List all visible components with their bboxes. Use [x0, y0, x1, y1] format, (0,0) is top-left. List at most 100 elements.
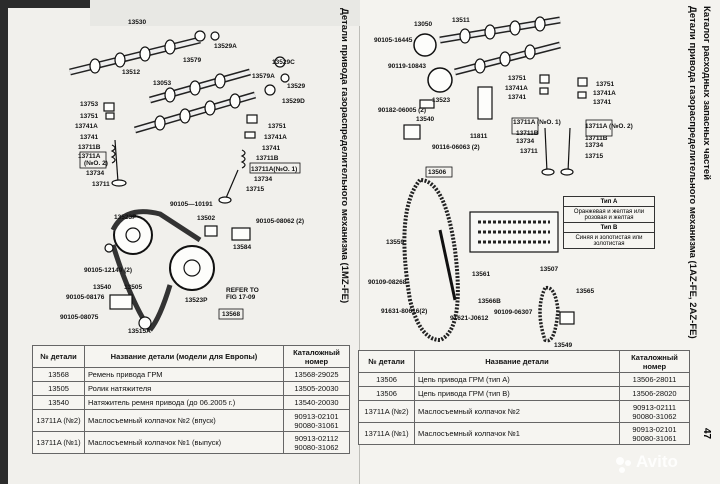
callout-90105-08062: 90105-08062 (2)	[256, 218, 304, 225]
cell-part: 13711A (№2)	[32, 409, 85, 432]
cell-name: Ролик натяжителя	[84, 381, 284, 396]
callout-13559: 13559	[386, 239, 404, 246]
cell-part: 13506	[358, 386, 415, 401]
callout-13734: 13734	[86, 170, 104, 177]
refer-to-note: REFER TO	[226, 287, 259, 294]
cell-name: Маслосъемный колпачок №1 (выпуск)	[84, 431, 284, 454]
callout-13751: 13751	[80, 113, 98, 120]
chain-marking-diagram	[469, 211, 559, 253]
callout-13734-r: 13734	[516, 138, 534, 145]
table-row: 13711A (№1) Маслосъемный колпачок №1 909…	[358, 422, 690, 445]
col-catalog-no: Каталожный номер	[283, 345, 350, 368]
cell-number: 90913-02112 90080-31062	[283, 431, 350, 454]
cell-part: 13711A (№2)	[358, 400, 415, 423]
cell-name: Натяжитель ремня привода (до 06.2005 г.)	[84, 395, 284, 410]
table-row: 13506 Цепь привода ГРМ (тип A) 13506-280…	[358, 372, 690, 387]
callout-13505: 13505	[124, 284, 142, 291]
cell-number: 13506-28020	[619, 386, 690, 401]
col-part-no: № детали	[32, 345, 85, 368]
callout-13523P: 13523P	[114, 214, 137, 221]
callout-13711B-r2: 13711B	[585, 135, 608, 142]
table-row: 13540 Натяжитель ремня привода (до 06.20…	[32, 395, 350, 410]
callout-13741: 13741	[80, 134, 98, 141]
left-camshaft-2	[149, 68, 251, 104]
table-row: 13568 Ремень привода ГРМ 13568-29025	[32, 367, 350, 382]
callout-13711A-no2-r: 13711A (№О. 2)	[585, 123, 633, 130]
callout-13741A: 13741A	[75, 123, 98, 130]
callout-13711A-no2: (№О. 2)	[84, 160, 108, 167]
cell-number: 13568-29025	[283, 367, 350, 382]
callout-90119-10843: 90119-10843	[388, 63, 426, 70]
right-camshaft-2	[427, 41, 561, 93]
callout-13751-b: 13751	[268, 123, 286, 130]
cell-number: 13540-20030	[283, 395, 350, 410]
left-valve-2	[218, 114, 258, 204]
cell-name: Маслосъемный колпачок №2 (впуск)	[84, 409, 284, 432]
page-edge-tabs	[90, 0, 360, 26]
callout-13512: 13512	[122, 69, 140, 76]
cell-number: 13506-28011	[619, 372, 690, 387]
left-camshaft-3	[134, 91, 256, 134]
cell-name: Цепь привода ГРМ (тип B)	[414, 386, 620, 401]
cell-name: Цепь привода ГРМ (тип A)	[414, 372, 620, 387]
cell-part: 13540	[32, 395, 85, 410]
callout-13566B: 13566B	[478, 298, 501, 305]
callout-13515A: 13515A	[128, 328, 151, 335]
left-page-vertical-title: Детали привода газораспределительного ме…	[339, 8, 350, 304]
callout-90109-06307: 90109-06307	[494, 309, 533, 316]
callout-13741-r2: 13741	[593, 99, 611, 106]
callout-13711B-b: 13711B	[256, 155, 279, 162]
callout-90105-12149: 90105-12149 (2)	[84, 267, 132, 274]
page-number: 47	[701, 427, 713, 440]
callout-13523: 13523	[432, 97, 450, 104]
right-timing-chain	[402, 177, 575, 343]
table-row: 13505 Ролик натяжителя 13505-20030	[32, 381, 350, 396]
callout-13530: 13530	[128, 19, 146, 26]
callout-13715-r: 13715	[585, 153, 603, 160]
callout-90105-08176: 90105-08176	[66, 294, 105, 301]
legend-type-a-colors: Оранжевая и желтая или розовая и желтая	[563, 206, 655, 223]
callout-13579: 13579	[183, 57, 201, 64]
left-valve-1	[103, 102, 127, 187]
callout-13529A: 13529A	[214, 43, 237, 50]
cell-part: 13505	[32, 381, 85, 396]
cell-name: Маслосъемный колпачок №2	[414, 400, 620, 423]
callout-13529: 13529	[287, 83, 305, 90]
callout-13741A-b: 13741A	[264, 134, 287, 141]
callout-13734-b: 13734	[254, 176, 272, 183]
cell-number: 90913-02101 90080-31061	[283, 409, 350, 432]
cell-part: 13506	[358, 372, 415, 387]
col-part-name: Название детали	[414, 350, 620, 373]
callout-13711A: 13711A	[78, 153, 101, 160]
callout-13540-r: 13540	[416, 116, 434, 123]
callout-13561: 13561	[472, 271, 490, 278]
legend-type-a: Тип A	[563, 196, 655, 207]
callout-91621-J0612: 91621-J0612	[450, 315, 489, 322]
callout-13523P-b: 13523P	[185, 297, 208, 304]
col-part-no: № детали	[358, 350, 415, 373]
callout-13741A-r2: 13741A	[593, 90, 616, 97]
callout-13502: 13502	[197, 215, 215, 222]
right-parts-table: № детали Название детали Каталожный номе…	[358, 350, 690, 445]
right-page-vertical-subtitle: Детали привода газораспределительного ме…	[687, 6, 698, 339]
callout-13584: 13584	[233, 244, 251, 251]
cell-name: Ремень привода ГРМ	[84, 367, 284, 382]
callout-13540: 13540	[93, 284, 111, 291]
callout-13579A: 13579A	[252, 73, 275, 80]
table-row: 13711A (№2) Маслосъемный колпачок №2 (вп…	[32, 409, 350, 432]
left-parts-table: № детали Название детали (модели для Евр…	[32, 345, 350, 454]
right-camshaft-1	[413, 16, 561, 57]
cell-name: Маслосъемный колпачок №1	[414, 422, 620, 445]
callout-13711: 13711	[92, 181, 110, 188]
cell-number: 90913-02111 90080-31062	[619, 400, 690, 423]
callout-13715: 13715	[246, 186, 264, 193]
callout-13711B-r: 13711B	[516, 130, 539, 137]
callout-90105-10191: 90105—10191	[170, 201, 213, 208]
callout-13711A-no1-r: 13711A (№О. 1)	[513, 119, 561, 126]
callout-13751-r: 13751	[508, 75, 526, 82]
callout-13549: 13549	[554, 342, 572, 349]
cell-part: 13711A (№1)	[32, 431, 85, 454]
col-part-name: Название детали (модели для Европы)	[84, 345, 284, 368]
callout-13711A-b: 13711A(№О. 1)	[251, 166, 297, 173]
